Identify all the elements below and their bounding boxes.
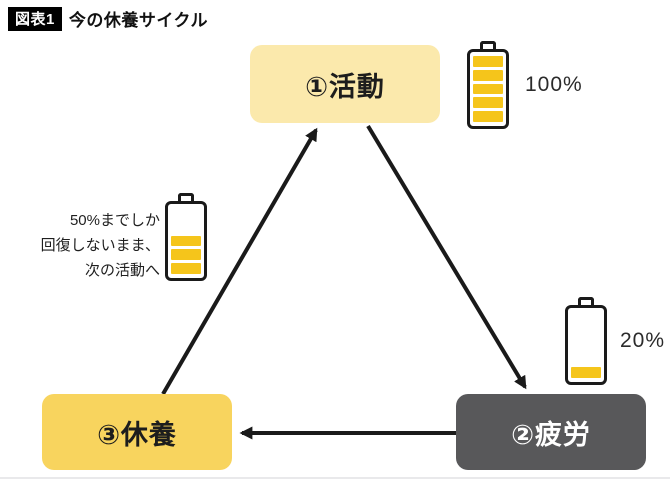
- battery-20-icon: [565, 297, 607, 385]
- battery-cell: [171, 235, 201, 247]
- battery-cell: [571, 367, 601, 378]
- battery-cell: [571, 353, 601, 364]
- battery-cell: [571, 340, 601, 351]
- figure-header: 図表1 今の休養サイクル: [8, 6, 208, 31]
- battery-cell: [171, 208, 201, 219]
- figure-number-badge: 図表1: [8, 6, 62, 31]
- battery-body: [565, 305, 607, 385]
- battery-50-icon: [165, 193, 207, 281]
- battery-cell: [171, 263, 201, 274]
- recovery-annotation: 50%までしか 回復しないまま、 次の活動へ: [18, 208, 160, 283]
- battery-100-icon: [467, 41, 509, 129]
- annotation-line: 回復しないまま、: [40, 237, 160, 254]
- battery-cell: [473, 69, 503, 81]
- figure-title: 今の休養サイクル: [68, 11, 208, 30]
- annotation-line: 次の活動へ: [84, 262, 160, 279]
- node-activity: ①活動: [250, 45, 440, 123]
- node-fatigue: ②疲労: [456, 394, 646, 470]
- arrow-activity-to-fatigue: [366, 124, 527, 390]
- battery-cell: [473, 97, 503, 109]
- bottom-divider: [0, 477, 670, 479]
- battery-cell: [571, 326, 601, 337]
- battery-cell: [473, 56, 503, 67]
- battery-cell: [171, 249, 201, 261]
- battery-cap: [578, 297, 594, 305]
- battery-100-label: 100%: [525, 73, 583, 96]
- annotation-line: 50%までしか: [69, 212, 160, 229]
- node-rest: ③休養: [42, 394, 232, 470]
- battery-cap: [178, 193, 194, 201]
- battery-body: [165, 201, 207, 281]
- battery-cell: [473, 111, 503, 122]
- battery-body: [467, 49, 509, 129]
- battery-20-label: 20%: [620, 329, 666, 352]
- battery-cell: [473, 83, 503, 95]
- battery-cell: [571, 312, 601, 323]
- battery-cap: [480, 41, 496, 49]
- battery-cell: [171, 222, 201, 233]
